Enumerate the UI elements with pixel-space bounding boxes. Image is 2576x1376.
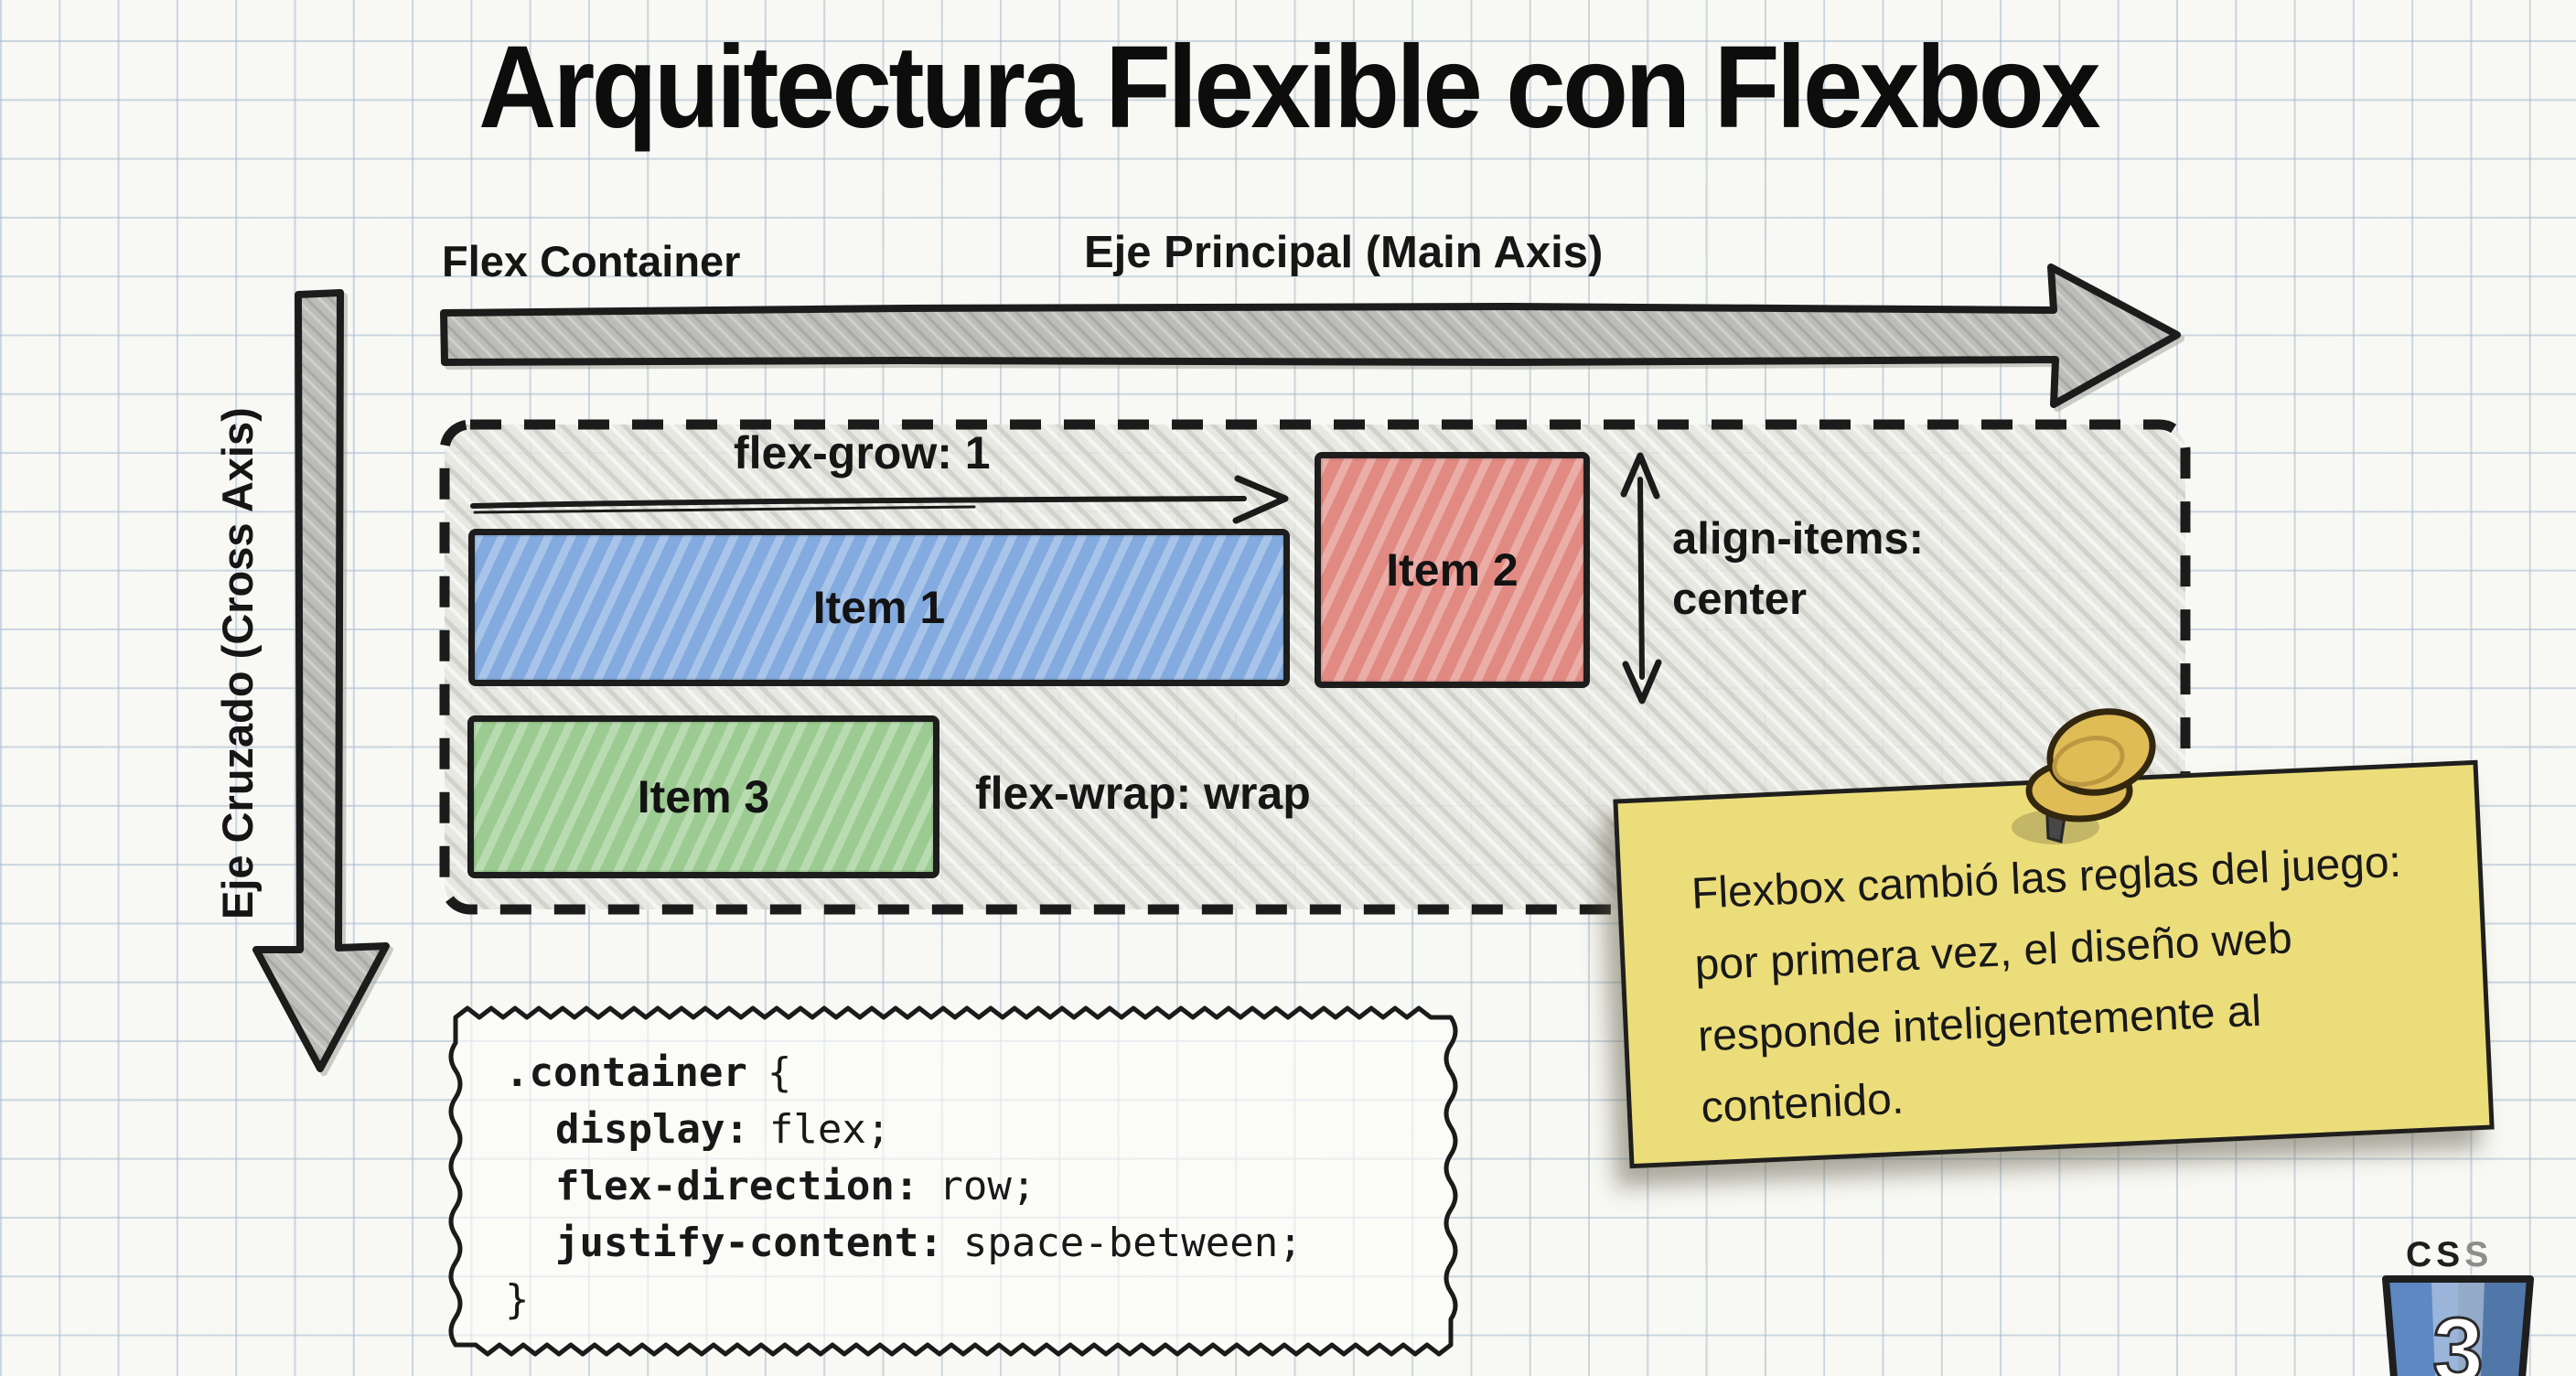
flex-item-1-label: Item 1 — [812, 582, 946, 633]
push-pin-icon — [2012, 708, 2156, 844]
code-line-justify: justify-content: space-between; — [555, 1215, 1303, 1272]
code-val-display: flex; — [768, 1106, 891, 1153]
flex-grow-label: flex-grow: 1 — [734, 427, 991, 478]
code-block-border — [448, 1005, 1458, 1357]
css3-logo-text-dark: CS — [2406, 1235, 2465, 1274]
css3-version-number: 3 — [2432, 1299, 2484, 1376]
code-line-close: } — [505, 1272, 1303, 1328]
code-line-display: display: flex; — [555, 1102, 1303, 1158]
css-code-block: .container { display: flex; flex-direction… — [441, 1003, 1465, 1360]
flex-item-2-label: Item 2 — [1386, 544, 1519, 596]
code-open-brace: { — [767, 1049, 792, 1096]
code-line-selector: .container { — [505, 1045, 1303, 1102]
cross-axis-label: Eje Cruzado (Cross Axis) — [213, 407, 262, 919]
code-line-flex-direction: flex-direction: row; — [555, 1158, 1303, 1215]
main-axis-label: Eje Principal (Main Axis) — [1084, 228, 1604, 277]
align-items-label-line1: align-items: — [1672, 514, 1924, 564]
flex-item-1: Item 1 — [468, 529, 1290, 686]
page-title: Arquitectura Flexible con Flexbox — [478, 22, 2100, 153]
css3-logo-text-light: S — [2464, 1235, 2494, 1274]
flex-item-3-label: Item 3 — [637, 771, 770, 822]
align-items-label-line2: center — [1672, 575, 1808, 624]
code-prop-direction: flex-direction: — [555, 1163, 919, 1209]
css3-shield-icon: 3 — [2382, 1275, 2534, 1376]
code-val-justify: space-between; — [962, 1220, 1303, 1266]
flex-container-label: Flex Container — [442, 237, 741, 285]
flex-wrap-label: flex-wrap: wrap — [975, 768, 1311, 819]
code-content: .container { display: flex; flex-direction… — [505, 1045, 1303, 1328]
code-val-direction: row; — [939, 1163, 1036, 1209]
main-axis-arrow-icon — [440, 263, 2181, 408]
cross-axis-arrow-icon — [252, 289, 390, 1072]
align-items-label: align-items: center — [1672, 509, 1924, 629]
flex-item-2: Item 2 — [1315, 452, 1590, 688]
css3-logo-text: CSS — [2406, 1235, 2493, 1275]
code-close-brace: } — [505, 1276, 530, 1323]
code-prop-display: display: — [555, 1106, 749, 1153]
flex-grow-arrow-icon — [470, 475, 1289, 524]
code-prop-justify: justify-content: — [555, 1220, 943, 1266]
code-selector: .container — [505, 1049, 747, 1096]
align-items-arrow-icon — [1620, 452, 1662, 704]
flex-item-3: Item 3 — [467, 715, 939, 878]
